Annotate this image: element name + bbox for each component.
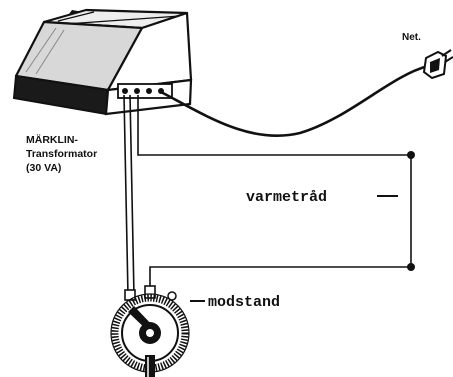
terminal-strip bbox=[117, 83, 173, 99]
wire-bottom-node-to-resistor bbox=[149, 266, 411, 292]
plug-pin-1 bbox=[441, 49, 452, 57]
heating-wire-label: varmetråd bbox=[246, 189, 327, 206]
wire-transformer-to-top-node bbox=[137, 95, 411, 156]
terminal-3 bbox=[146, 88, 152, 94]
transformer-top-ridge bbox=[57, 11, 181, 25]
terminal-2 bbox=[134, 88, 140, 94]
resistor-terminal-right bbox=[144, 285, 156, 299]
resistor-stem bbox=[145, 355, 155, 377]
net-label: Net. bbox=[402, 32, 421, 43]
wire-transformer-to-resistor-b bbox=[129, 94, 135, 297]
resistor-knob-center bbox=[146, 329, 154, 337]
junction-top bbox=[407, 151, 415, 159]
transformer-label-line2: Transformator bbox=[26, 148, 97, 160]
transformer-label-line3: (30 VA) bbox=[26, 162, 61, 174]
resistor-label: modstand bbox=[208, 294, 280, 311]
plug-shading bbox=[430, 58, 440, 73]
transformer-label-line1: MÄRKLIN- bbox=[26, 133, 78, 146]
resistor-terminal-left bbox=[124, 289, 136, 301]
transformer bbox=[12, 8, 193, 116]
plug-pin-2 bbox=[444, 56, 453, 63]
wires bbox=[123, 64, 429, 297]
transformer-left-shade bbox=[25, 27, 65, 75]
mains-plug bbox=[422, 49, 453, 80]
resistor-screw bbox=[167, 291, 177, 301]
wire-transformer-to-resistor-a bbox=[123, 94, 129, 297]
junction-bottom bbox=[407, 263, 415, 271]
resistor bbox=[110, 285, 190, 377]
mains-cable bbox=[160, 64, 429, 138]
terminal-1 bbox=[122, 88, 128, 94]
